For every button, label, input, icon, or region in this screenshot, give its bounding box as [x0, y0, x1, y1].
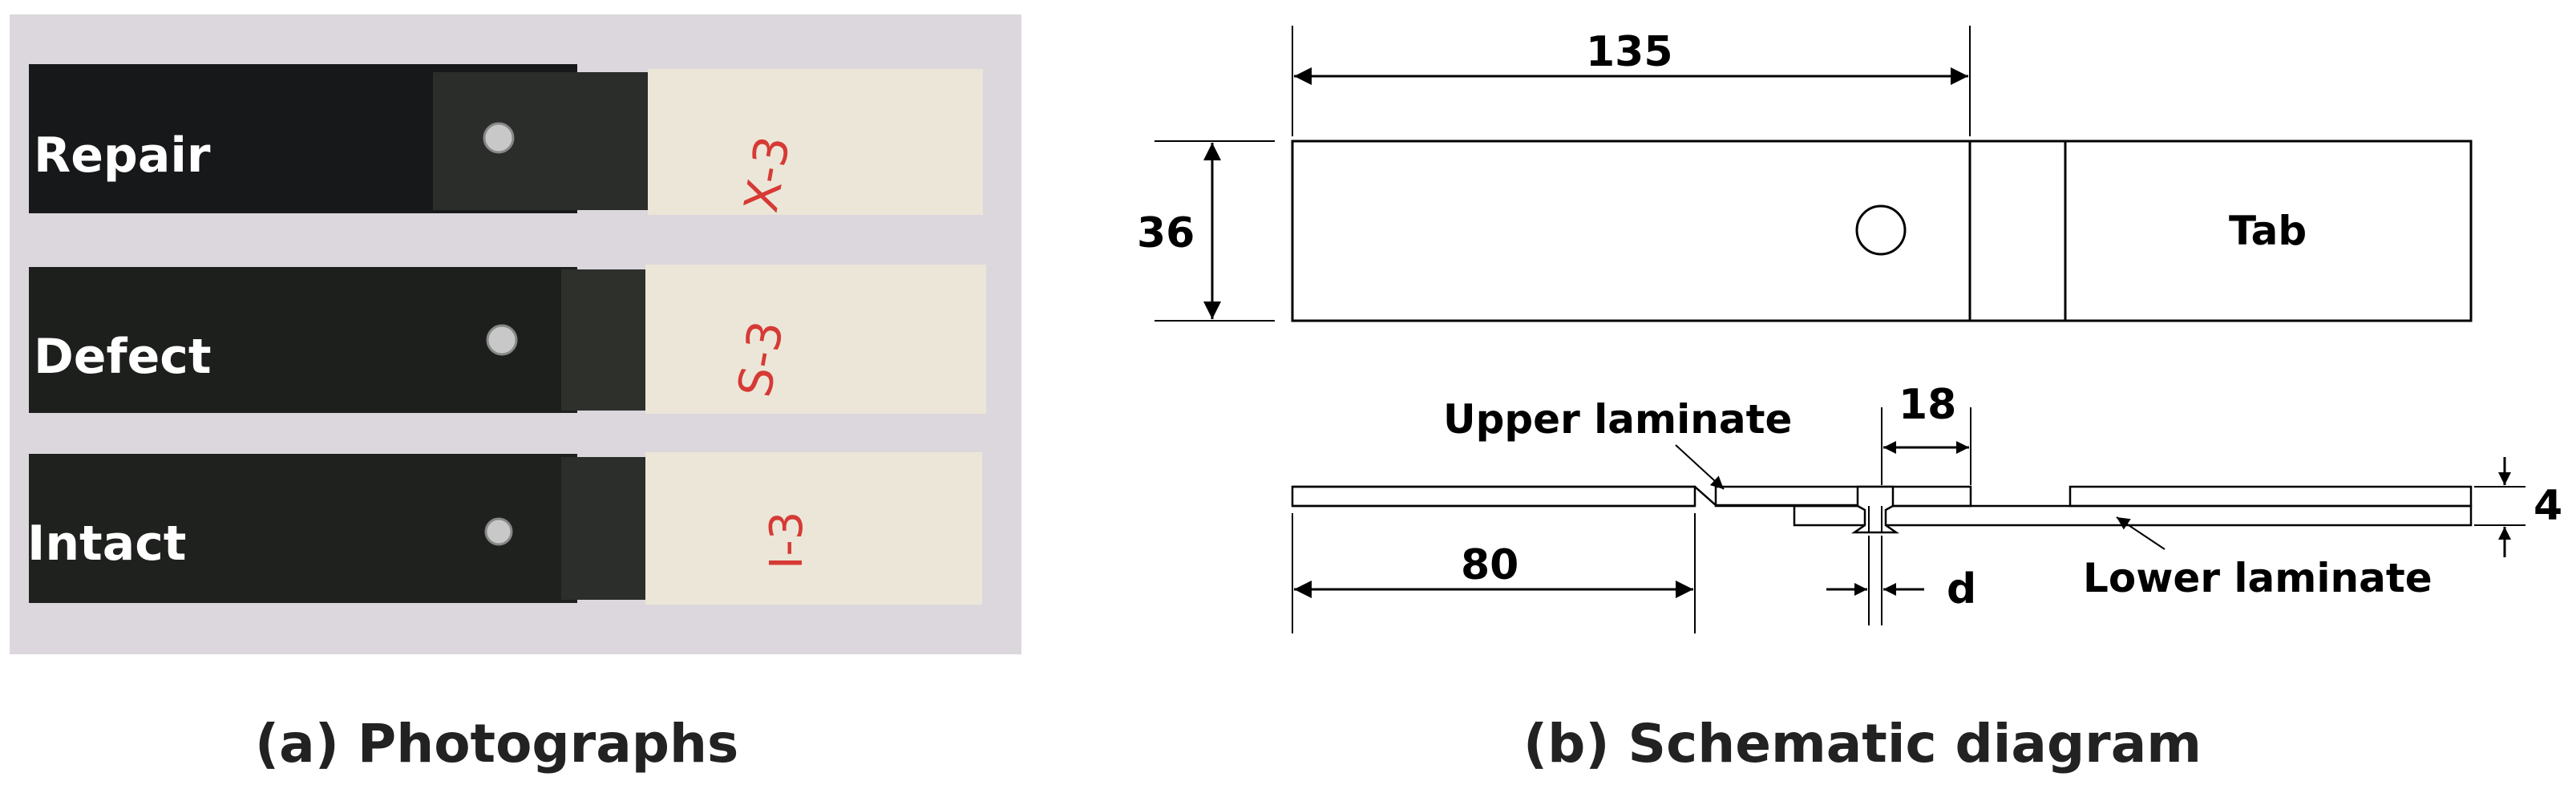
dim-d-label: d: [1947, 565, 1976, 613]
side-lower-laminate: [1793, 504, 2473, 527]
panel-b-caption: (b) Schematic diagram: [1523, 713, 2202, 775]
photographs-panel: Repair X-3 Defect S-3 Intact I-3 (a) Pho…: [10, 14, 1021, 775]
specimen-intact: Intact I-3: [27, 452, 982, 605]
side-upper-laminate-left: [1291, 485, 1696, 508]
schematic-labels: 135 36 Tab Upper laminate Lower laminate…: [1137, 28, 2562, 775]
fastener-icon: [484, 517, 513, 546]
schematic-side-view: [1291, 407, 2525, 633]
fastener-icon: [483, 122, 515, 154]
specimen-defect-tab: [645, 265, 986, 414]
specimen-marking: S-3: [727, 317, 794, 401]
specimen-intact-tab: [645, 452, 982, 605]
specimen-defect: Defect S-3: [29, 265, 986, 414]
hole-icon: [1855, 204, 1907, 256]
specimen-repair-lower-laminate: [433, 72, 657, 210]
specimen-intact-lower-laminate: [561, 457, 649, 600]
bolt-icon: [1850, 485, 1900, 534]
lower-laminate-label: Lower laminate: [2083, 555, 2432, 601]
specimen-defect-upper-laminate: [29, 267, 577, 413]
specimen-defect-lower-laminate: [561, 269, 649, 411]
specimen-repair: Repair X-3: [29, 64, 983, 216]
top-view-outline: [1291, 140, 2473, 322]
specimen-marking: I-3: [761, 512, 813, 569]
dim-80-label: 80: [1461, 541, 1519, 589]
dim-36-label: 36: [1137, 209, 1195, 257]
specimen-marking: X-3: [734, 132, 800, 216]
upper-laminate-label: Upper laminate: [1443, 396, 1792, 443]
dim-18-label: 18: [1899, 381, 1956, 429]
specimen-label: Repair: [34, 127, 211, 184]
panel-a-caption: (a) Photographs: [255, 713, 738, 775]
specimen-repair-tab: [648, 69, 983, 215]
dim-135-label: 135: [1586, 28, 1673, 76]
dim-4-label: 4: [2534, 482, 2562, 530]
upper-laminate-leader: [1675, 444, 1725, 490]
fastener-icon: [486, 324, 518, 356]
side-tab: [2068, 485, 2473, 508]
specimen-label: Intact: [27, 516, 186, 572]
side-upper-laminate-body: [1292, 485, 1868, 507]
lower-laminate-leader: [2116, 516, 2166, 550]
schematic-top-view: [1155, 26, 2473, 322]
specimen-label: Defect: [34, 329, 212, 385]
tab-label: Tab: [2229, 208, 2307, 254]
schematic-panel: [1155, 26, 2525, 633]
side-upper-laminate-overlap: [1714, 485, 1972, 508]
